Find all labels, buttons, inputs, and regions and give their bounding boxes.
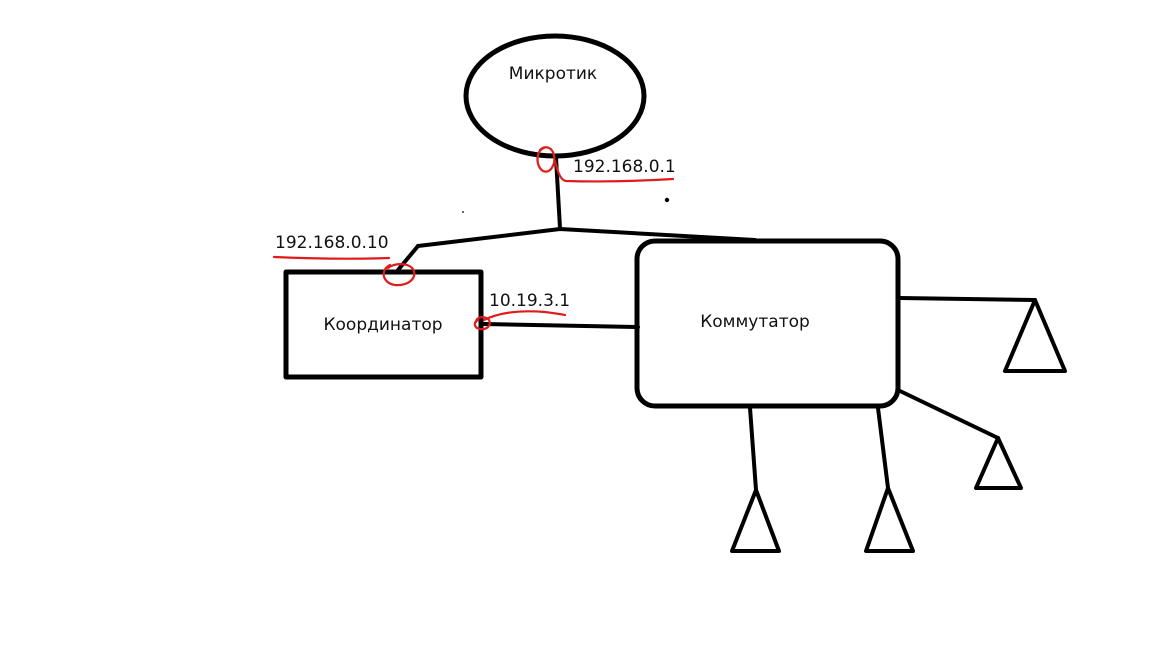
coordinator-switch-ip-label: 10.19.3.1 <box>489 291 570 311</box>
switch-node <box>634 238 901 409</box>
coordinator-switch-port-marker <box>473 316 491 331</box>
client-link-1 <box>898 296 1037 302</box>
client-device-icon <box>864 486 915 553</box>
router-ip-underline <box>553 159 675 183</box>
client-device-icon <box>1003 298 1067 373</box>
client-device-icon <box>974 436 1023 490</box>
router-label: Микротик <box>509 64 597 84</box>
coordinator-label: Координатор <box>323 315 442 335</box>
router-ip-label: 192.168.0.1 <box>573 157 676 177</box>
client-link-4 <box>748 406 758 492</box>
stray-mark <box>664 197 670 203</box>
client-device-icon <box>730 488 781 553</box>
coordinator-lan-ip-label: 192.168.0.10 <box>275 233 389 253</box>
router-node <box>463 33 647 159</box>
router-port-marker <box>536 146 556 173</box>
client-link-3 <box>876 406 890 490</box>
switch-label: Коммутатор <box>700 312 810 332</box>
client-link-2 <box>898 389 1000 440</box>
lan-link <box>416 227 757 248</box>
coordinator-uplink <box>396 244 420 272</box>
coordinator-switch-link <box>482 322 640 329</box>
stray-mark <box>462 211 464 213</box>
coordinator-lan-port-marker <box>382 263 416 287</box>
coordinator-lan-ip-underline <box>272 255 391 260</box>
coordinator-switch-ip-underline <box>482 310 567 322</box>
